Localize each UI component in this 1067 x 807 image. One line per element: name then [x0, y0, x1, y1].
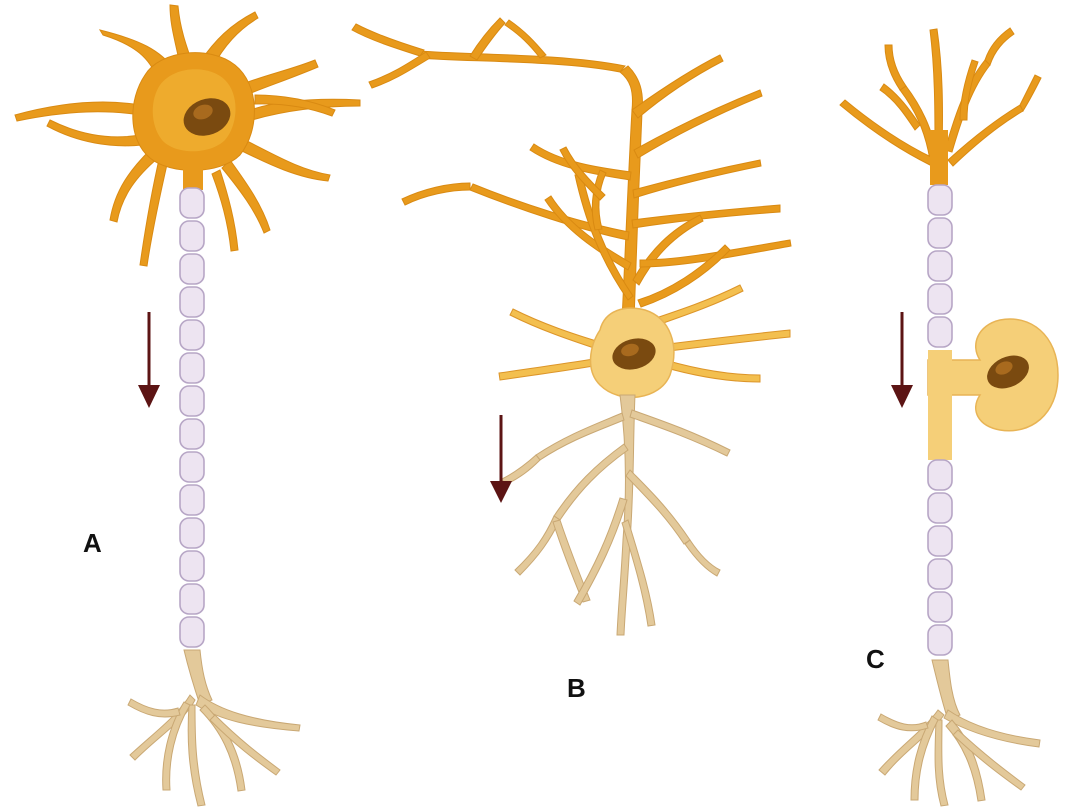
label-neuron-b: B [567, 673, 586, 704]
arrow-b-icon [490, 415, 512, 503]
neuron-c-dendrite-trunk [930, 130, 948, 185]
neuron-b [352, 18, 791, 635]
neuron-b-axon-terminal [502, 395, 730, 635]
neuron-c [840, 28, 1058, 806]
neuron-c-myelin-sheath-upper [928, 185, 952, 347]
neuron-c-axon-terminal [878, 660, 1040, 806]
neuron-c-myelin-sheath-lower [928, 460, 952, 655]
neuron-b-apical-dendrites [352, 18, 791, 320]
label-neuron-a: A [83, 528, 102, 559]
signal-direction-arrows [138, 312, 913, 503]
neuron-a-myelin-sheath [180, 188, 204, 647]
arrow-c-icon [891, 312, 913, 408]
label-neuron-c: C [866, 644, 885, 675]
neuron-a [15, 5, 360, 806]
neuron-a-axon-hillock [183, 160, 203, 190]
neuron-a-axon-terminal [128, 650, 300, 806]
neuron-c-axon-segment [928, 350, 952, 460]
arrow-a-icon [138, 312, 160, 408]
